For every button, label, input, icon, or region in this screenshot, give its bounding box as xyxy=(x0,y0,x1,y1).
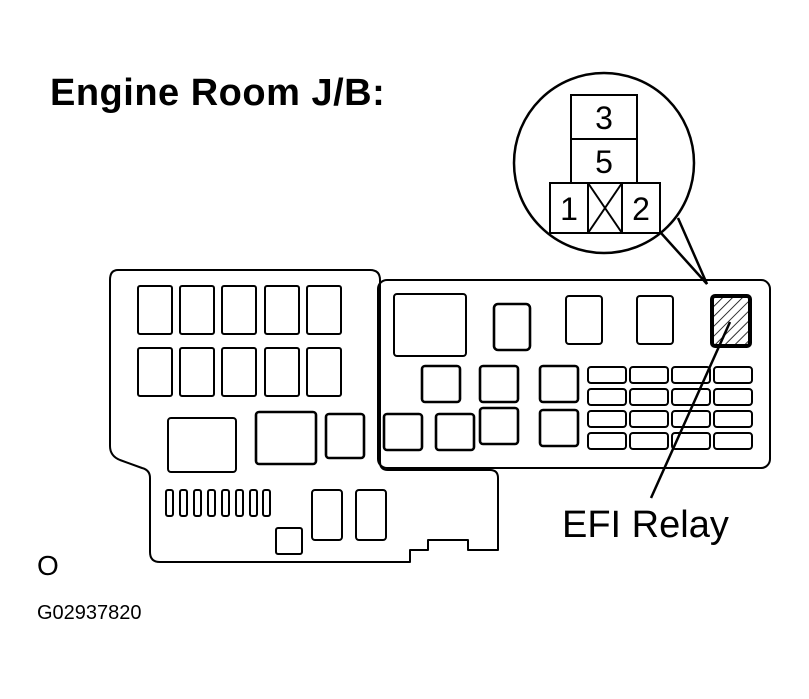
jb-left-housing xyxy=(109,269,499,563)
mini-fuse xyxy=(587,432,627,450)
fuse-slot xyxy=(221,285,257,335)
fuse-slot xyxy=(355,489,387,541)
fuse-slot xyxy=(306,285,342,335)
fuse-slot xyxy=(306,347,342,397)
fuse-slot xyxy=(221,347,257,397)
relay-slot xyxy=(538,408,580,448)
mini-fuse xyxy=(671,410,711,428)
mini-fuse xyxy=(165,489,174,517)
mini-fuse xyxy=(629,388,669,406)
mini-fuse xyxy=(713,410,753,428)
efi-relay-slot xyxy=(710,294,752,348)
mini-fuse xyxy=(249,489,258,517)
fuse-slot xyxy=(311,489,343,541)
mini-fuse xyxy=(713,366,753,384)
mini-fuse xyxy=(221,489,230,517)
relay-slot xyxy=(254,410,318,466)
fuse-slot xyxy=(137,347,173,397)
mini-fuse xyxy=(179,489,188,517)
magnifier-pointer xyxy=(660,217,709,285)
mini-fuse xyxy=(629,366,669,384)
pin-number: 3 xyxy=(595,100,613,136)
fuse-slot xyxy=(264,285,300,335)
relay-slot xyxy=(393,293,467,357)
relay-slot xyxy=(478,406,520,446)
relay-connector xyxy=(549,94,661,234)
mini-fuse xyxy=(629,432,669,450)
relay-slot xyxy=(492,302,532,352)
efi-relay-label: EFI Relay xyxy=(562,504,729,546)
fuse-slot xyxy=(275,527,303,555)
relay-slot xyxy=(565,295,603,345)
mini-fuse xyxy=(193,489,202,517)
mini-fuse xyxy=(713,388,753,406)
mini-fuse xyxy=(587,366,627,384)
diagram-title: Engine Room J/B: xyxy=(50,72,386,114)
figure-id: G02937820 xyxy=(37,602,142,624)
mini-fuse xyxy=(629,410,669,428)
relay-slot xyxy=(538,364,580,404)
mini-fuse xyxy=(671,366,711,384)
fuse-slot xyxy=(179,285,215,335)
mini-fuse xyxy=(587,410,627,428)
relay-slot xyxy=(478,364,520,404)
relay-slot xyxy=(324,412,366,460)
mini-fuse xyxy=(713,432,753,450)
pin-number: 1 xyxy=(560,191,578,227)
mini-fuse xyxy=(235,489,244,517)
relay-slot xyxy=(420,364,462,404)
relay-slot xyxy=(636,295,674,345)
mini-fuse xyxy=(671,388,711,406)
callout-leader-line xyxy=(649,321,732,499)
relay-slot xyxy=(434,412,476,452)
pin-number: 5 xyxy=(595,144,613,180)
fuse-slot xyxy=(264,347,300,397)
view-marker: O xyxy=(37,550,59,581)
pin-number: 2 xyxy=(632,191,650,227)
fuse-slot xyxy=(137,285,173,335)
mini-fuse xyxy=(671,432,711,450)
mini-fuse xyxy=(207,489,216,517)
mini-fuse xyxy=(587,388,627,406)
fuse-slot xyxy=(179,347,215,397)
relay-slot xyxy=(382,412,424,452)
relay-slot xyxy=(167,417,237,473)
jb-right-housing xyxy=(377,279,771,469)
mini-fuse xyxy=(262,489,271,517)
